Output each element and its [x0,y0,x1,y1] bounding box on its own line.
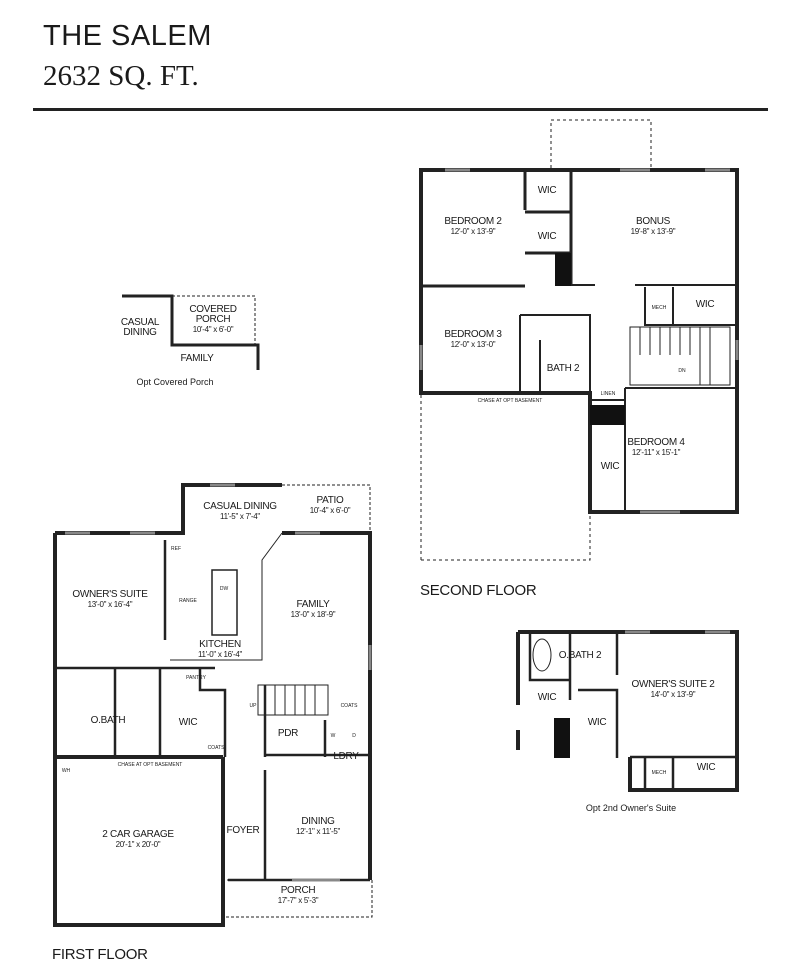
casual-dining-label: CASUAL DINING [120,317,160,338]
wic-label: WIC [587,717,607,728]
first-floor-walls [53,483,373,927]
refrigerator-label: REF [171,546,181,552]
room-dims: 11'-0" x 16'-4" [197,650,243,659]
room-name: FAMILY [296,599,330,610]
room-dims: 10'-4" x 6'-0" [192,325,234,334]
second-floor-label: SECOND FLOOR [420,582,537,599]
second-floor-walls [419,119,739,561]
room-name: BEDROOM 2 [444,216,502,227]
plan-title: THE SALEM [43,20,212,52]
opt-owners-suite-caption: Opt 2nd Owner's Suite [585,803,677,813]
down-label: DN [678,368,686,374]
dishwasher-label: DW [219,586,229,592]
square-footage: 2632 SQ. FT. [43,60,199,92]
second-floor-windows [419,168,739,514]
room-dims: 12'-0" x 13'-9" [450,227,496,236]
room-dims: 11'-5" x 7'-4" [220,512,260,521]
stairs-up-label: UP [249,703,257,709]
room-owners-bath: O.BATH [90,715,126,726]
opt-porch-walls [122,294,260,370]
room-bath-2: BATH 2 [546,363,580,374]
room-dims: 13'-0" x 18'-9" [290,610,336,619]
room-name: COVERED PORCH [189,304,237,325]
second-floor-dashed-outline [550,119,652,171]
room-name: CASUAL DINING [203,501,277,512]
washer-label: W [330,733,336,739]
range-label: RANGE [179,598,197,604]
opt-covered-porch-caption: Opt Covered Porch [136,377,214,387]
room-dims: 12'-1" x 11'-5" [295,827,341,836]
water-heater-label: WH [61,768,71,774]
room-dims: 14'-0" x 13'-9" [650,690,696,699]
mech-label: MECH [651,770,667,776]
room-dims: 12'-11" x 15'-1" [631,448,681,457]
room-name: KITCHEN [199,639,241,650]
first-floor-stairs [264,685,316,715]
wic-label: WIC [695,299,715,310]
room-wic: WIC [178,717,198,728]
coats-closet-label: COATS [207,745,225,751]
chase-note: CHASE AT OPT BASEMENT [477,398,543,404]
room-dims: 20'-1" x 20'-0" [115,840,161,849]
room-powder: PDR [277,728,299,739]
chase-note: CHASE AT OPT BASEMENT [117,762,183,768]
first-floor-label: FIRST FLOOR [52,946,148,963]
mech-label: MECH [651,305,667,311]
wic-label: WIC [537,185,557,196]
owners-bath-2-label: O.BATH 2 [558,650,602,661]
room-laundry: LDRY [333,751,359,762]
room-foyer: FOYER [226,825,260,836]
dryer-label: D [352,733,356,739]
wic-label: WIC [537,692,557,703]
room-name: BEDROOM 4 [627,437,685,448]
opt-suite-walls [516,630,739,792]
room-name: PORCH [280,885,316,896]
first-floor-windows [65,483,372,882]
coats-label: COATS [340,703,358,709]
pantry-label: PANTRY [186,675,206,681]
room-name: BEDROOM 3 [444,329,502,340]
family-label: FAMILY [180,353,214,364]
room-dims: 12'-0" x 13'-0" [450,340,496,349]
room-dims: 19'-8" x 13'-9" [630,227,676,236]
linen-label: LINEN [600,391,616,397]
room-name: OWNER'S SUITE 2 [631,679,715,690]
room-name: PATIO [316,495,344,506]
header-divider [33,108,768,111]
room-name: BONUS [635,216,671,227]
room-name: DINING [301,816,335,827]
wic-label: WIC [600,461,620,472]
second-floor-stairs [639,327,711,385]
room-dims: 10'-4" x 6'-0" [309,506,351,515]
room-dims: 13'-0" x 16'-4" [87,600,133,609]
room-name: 2 CAR GARAGE [102,829,174,840]
room-name: OWNER'S SUITE [72,589,148,600]
wic-label: WIC [696,762,716,773]
room-dims: 17'-7" x 5'-3" [277,896,319,905]
wic-label: WIC [537,231,557,242]
